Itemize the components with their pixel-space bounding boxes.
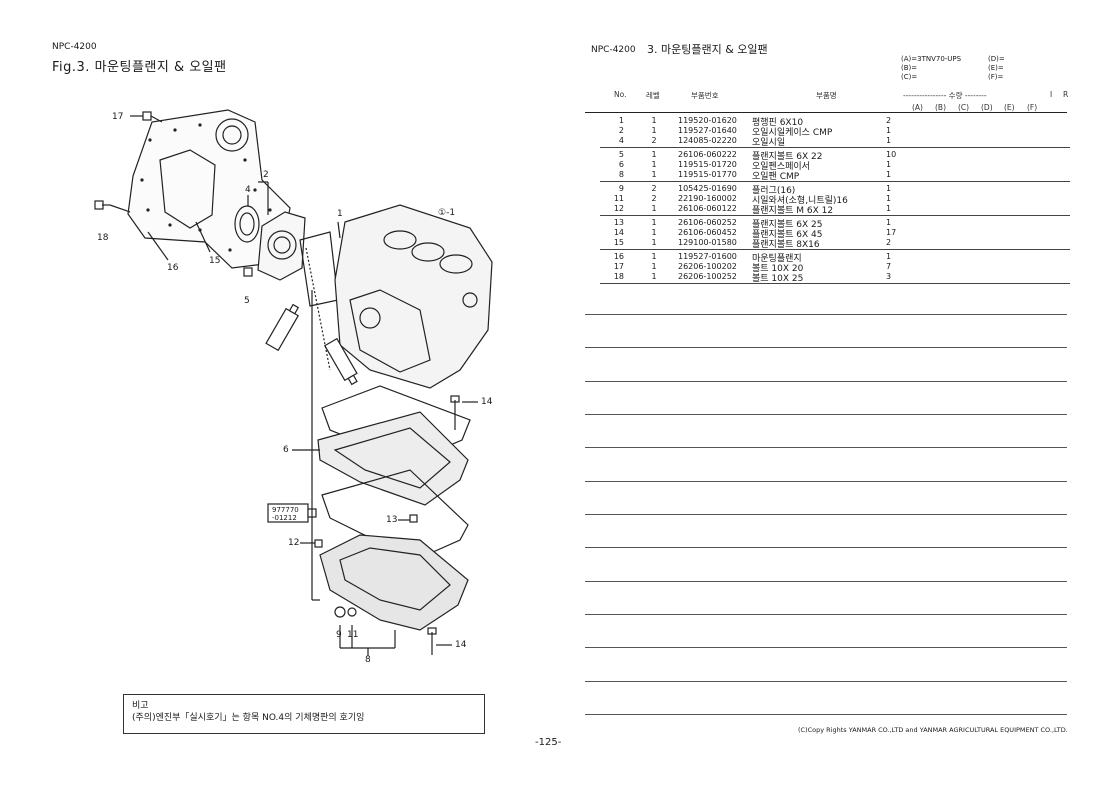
- callout-15: 15: [209, 256, 221, 266]
- model-label-b: (B)=: [901, 64, 918, 72]
- header-col-d: (D): [981, 103, 993, 112]
- sealant-tube-label: 977770 -01212: [272, 506, 299, 522]
- header-part-no: 부품번호: [691, 91, 719, 100]
- ruled-line: [585, 647, 1067, 648]
- callout-13: 13: [386, 515, 398, 525]
- callout-8: 8: [365, 655, 371, 665]
- header-col-b: (B): [935, 103, 946, 112]
- ruled-line: [585, 447, 1067, 448]
- group-separator: [600, 181, 1070, 182]
- note-box: 비고 (주의)엔진부「실시호기」는 항목 NO.4의 기체명판의 호기잉: [123, 694, 485, 734]
- ruled-line: [585, 681, 1067, 682]
- ruled-line: [585, 614, 1067, 615]
- header-rule: [585, 112, 1067, 113]
- engine-block-drawing: [334, 204, 493, 389]
- note-text: (주의)엔진부「실시호기」는 항목 NO.4의 기체명판의 호기잉: [132, 713, 365, 723]
- callout-14-lower: 14: [455, 640, 467, 650]
- note-title: 비고: [132, 701, 149, 711]
- left-model-code: NPC-4200: [52, 42, 97, 52]
- ruled-line: [585, 481, 1067, 482]
- callout-1: 1: [337, 209, 343, 219]
- callout-14-upper: 14: [481, 397, 493, 407]
- right-model-code: NPC-4200: [591, 45, 636, 55]
- group-separator: [600, 249, 1070, 250]
- group-separator: [600, 215, 1070, 216]
- model-label-e: (E)=: [988, 64, 1004, 72]
- page-number: -125-: [535, 737, 562, 748]
- oil-pan-spacer-drawing: [317, 411, 469, 506]
- model-label-f: (F)=: [988, 73, 1004, 81]
- callout-18: 18: [97, 233, 109, 243]
- figure-title: Fig.3. 마운팅플랜지 & 오일팬: [52, 60, 227, 75]
- header-no: No.: [614, 90, 627, 99]
- group-separator: [600, 283, 1070, 284]
- header-part-name: 부품명: [816, 91, 837, 100]
- oil-pan-drawing: [319, 534, 469, 631]
- model-label-c: (C)=: [901, 73, 918, 81]
- ruled-line: [585, 514, 1067, 515]
- header-col-a: (A): [912, 103, 923, 112]
- callout-11: 11: [347, 630, 359, 640]
- header-col-c: (C): [958, 103, 970, 112]
- section-title: 3. 마운팅플랜지 & 오일팬: [647, 43, 768, 56]
- ruled-line: [585, 347, 1067, 348]
- ruled-line: [585, 714, 1067, 715]
- group-separator: [600, 147, 1070, 148]
- copyright: (C)Copy Rights YANMAR CO.,LTD and YANMAR…: [798, 726, 1068, 734]
- callout-5: 5: [244, 296, 250, 306]
- header-qty: ---------------- 수량 --------: [903, 91, 987, 100]
- callout-9: 9: [336, 630, 342, 640]
- header-i: I: [1050, 90, 1053, 99]
- callout-4: 4: [245, 185, 251, 195]
- header-col-f: (F): [1027, 103, 1038, 112]
- callout-1-circled: ①-1: [438, 208, 456, 218]
- ruled-line: [585, 314, 1067, 315]
- callout-17: 17: [112, 112, 124, 122]
- model-label-a: (A)=3TNV70-UPS: [901, 55, 962, 63]
- callout-2: 2: [263, 170, 269, 180]
- header-col-e: (E): [1004, 103, 1015, 112]
- ruled-line: [585, 581, 1067, 582]
- header-r: R: [1063, 90, 1069, 99]
- ruled-line: [585, 381, 1067, 382]
- model-label-d: (D)=: [988, 55, 1005, 63]
- callout-16: 16: [167, 263, 179, 273]
- header-level: 레벨: [646, 91, 660, 100]
- ruled-line: [585, 414, 1067, 415]
- ruled-line: [585, 547, 1067, 548]
- callout-12: 12: [288, 538, 300, 548]
- callout-6: 6: [283, 445, 289, 455]
